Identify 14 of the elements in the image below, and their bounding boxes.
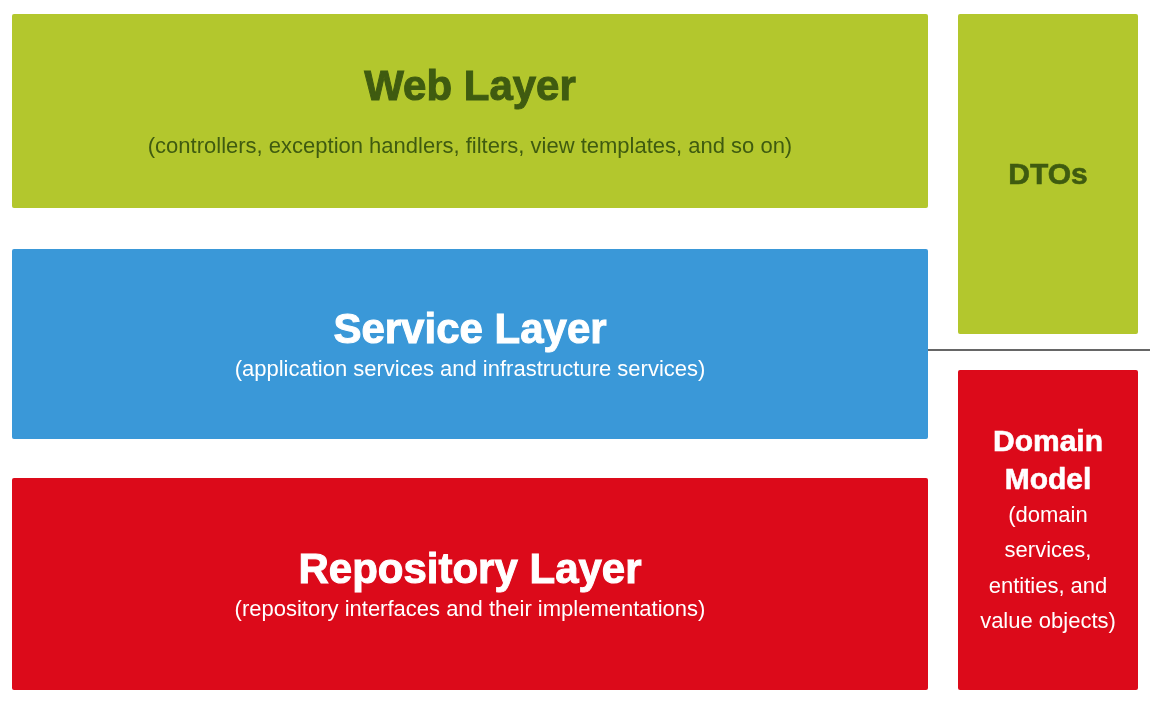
layer-title: Repository Layer: [298, 544, 642, 593]
layer-description: (application services and infrastructure services): [234, 354, 706, 383]
layer-band: [12, 478, 928, 690]
layer-band: [12, 249, 928, 439]
layer-description: (controllers, exception handlers, filters, view templates, and so on): [147, 131, 793, 160]
layer-title: Web Layer: [364, 61, 576, 110]
layer-title: DTOs: [1008, 156, 1088, 193]
layer-description: (repository interfaces and their implementations): [234, 594, 706, 623]
layer-band: [12, 14, 928, 208]
layer-title: Service Layer: [333, 304, 607, 353]
layer-title: Domain Model: [992, 423, 1104, 497]
side-panel: [958, 14, 1138, 334]
side-panel: [958, 370, 1138, 690]
layer-description: (domain services, entities, and value objects): [979, 501, 1117, 635]
